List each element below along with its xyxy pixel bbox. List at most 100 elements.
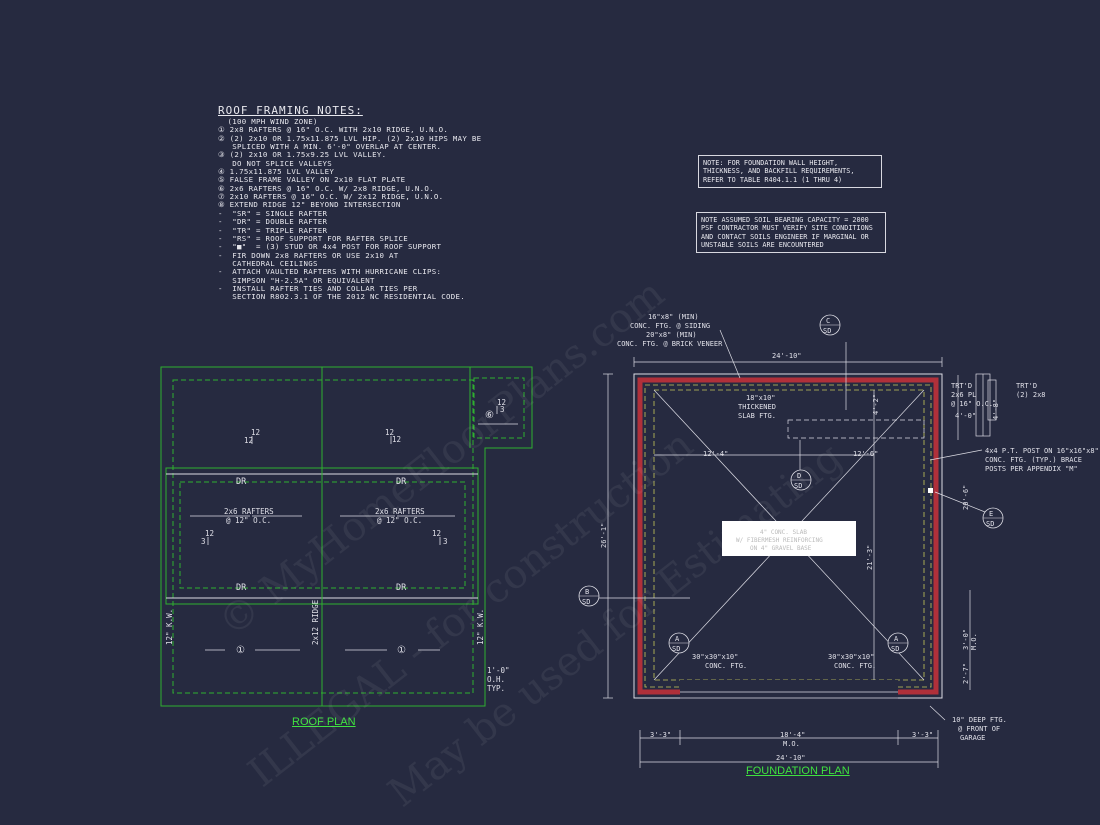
post-marker [928, 488, 933, 493]
ftg-brick: 20"x8" (MIN) [646, 331, 697, 339]
dim-4-8: 4'-8" [992, 399, 1000, 420]
roof-plan-title: ROOF PLAN [292, 716, 356, 728]
dr-label-top-left: DR [236, 477, 247, 487]
pitch-rise-lower-left: 12 [205, 529, 214, 538]
roof-note-line: - "DR" = DOUBLE RAFTER [218, 217, 328, 227]
roof-framing-notes: ROOF FRAMING NOTES: (100 MPH WIND ZONE)①… [218, 90, 481, 310]
roof-note-line: - "■" = (3) STUD OR 4x4 POST FOR ROOF SU… [218, 242, 442, 252]
dr-label-bottom-right: DR [396, 583, 407, 593]
foundation-labels: C SD D SD B SD E SD A SD A SD 16"x8" (MI… [582, 313, 1099, 762]
deep-ftg-3: GARAGE [960, 734, 985, 742]
roof-notes-title: ROOF FRAMING NOTES: [218, 103, 363, 117]
dim-4-2: 4'-2" [872, 394, 880, 415]
tag-1-right: ① [397, 645, 406, 656]
slab-ftg-2: THICKENED [738, 403, 776, 411]
roof-note-line: - ATTACH VAULTED RAFTERS WITH HURRICANE … [218, 267, 442, 277]
kw-right: 12" K.W. [476, 609, 485, 645]
sec-b-letter: B [585, 588, 589, 596]
roof-note-line: SECTION R802.3.1 OF THE 2012 NC RESIDENT… [218, 292, 465, 302]
pitch-run-mid: 12 [392, 435, 401, 444]
rafters-label-left: 2x6 RAFTERS [224, 507, 274, 516]
dim-18-4-mo: M.O. [783, 740, 800, 748]
dim-3-3-right: 3'-3" [912, 731, 933, 739]
pitch-rise-left: 12 [251, 428, 260, 437]
kw-left: 12" K.W. [165, 609, 174, 645]
tag-1-left: ① [236, 645, 245, 656]
pitch-rise-lower-right: 12 [432, 529, 441, 538]
dimension-lines [590, 329, 986, 768]
pitch-rise-dormer: 12 [497, 398, 506, 407]
pitch-rise-mid: 12 [385, 428, 394, 437]
dim-3-0-mo: M.O. [970, 633, 978, 650]
overhang-label: 1'-0" [487, 666, 510, 675]
slab-ftg-1: 18"x10" [746, 394, 776, 402]
trtd-2x6: 2x6 PL [951, 391, 976, 399]
post-note-1: 4x4 P.T. POST ON 16"x16"x8" [985, 447, 1099, 455]
dim-depth: 26'-1" [600, 523, 608, 548]
slab-ftg-3: SLAB FTG. [738, 412, 776, 420]
ridge-label: 2x12 RIDGE [311, 599, 320, 645]
roof-notes-lines: (100 MPH WIND ZONE)① 2x8 RAFTERS @ 16" O… [218, 117, 481, 302]
sec-e-letter: E [989, 510, 993, 518]
trtd-left: TRT'D [951, 382, 972, 390]
sec-b-sd: SD [582, 598, 590, 606]
foundation-plan-title: FOUNDATION PLAN [746, 765, 850, 777]
ftg-brick-2: CONC. FTG. @ BRICK VENEER [617, 340, 723, 348]
pitch-run-left: 12 [244, 436, 253, 445]
dim-2-7: 2'-7" [962, 663, 970, 684]
conc-ftg-right-2: CONC. FTG. [834, 662, 876, 670]
sec-a-right-letter: A [894, 635, 899, 643]
sec-d-letter: D [797, 472, 801, 480]
deep-ftg-1: 10" DEEP FTG. [952, 716, 1007, 724]
sec-e-sd: SD [986, 520, 994, 528]
post-note-3: POSTS PER APPENDIX "M" [985, 465, 1078, 473]
roof-note-line: ③ (2) 2x10 OR 1.75x9.25 LVL VALLEY. [218, 150, 387, 160]
roof-note-line: ④ 1.75x11.875 LVL VALLEY [218, 167, 335, 177]
dim-4-0: 4'-0" [955, 412, 976, 420]
roof-note-line: DO NOT SPLICE VALLEYS [218, 158, 332, 168]
sec-a-left-letter: A [675, 635, 680, 643]
rafters-spacing-right: @ 12" O.C. [377, 516, 422, 525]
roof-note-line: - "TR" = TRIPLE RAFTER [218, 225, 328, 235]
roof-plan [160, 366, 533, 707]
conc-ftg-left-2: CONC. FTG. [705, 662, 747, 670]
thickened-slab [787, 419, 925, 439]
dim-right-depth: 20'-6" [962, 485, 970, 510]
wall-detail [975, 373, 997, 437]
roof-note-line: - FIR DOWN 2x8 RAFTERS OR USE 2x10 AT [218, 250, 399, 260]
dim-inner-depth: 21'-3" [866, 545, 874, 570]
trtd-16: @ 16" O.C. [951, 400, 993, 408]
dim-12-4: 12'-4" [703, 450, 728, 458]
sec-a-left-sd: SD [672, 645, 680, 653]
overhang-label-2: O.H. [487, 675, 505, 684]
slab-note-box [722, 521, 856, 556]
rafters-label-right: 2x6 RAFTERS [375, 507, 425, 516]
dim-top-width: 24'-10" [772, 352, 802, 360]
roof-note-line: ⑦ 2x10 RAFTERS @ 16" O.C. W/ 2x12 RIDGE,… [218, 192, 444, 202]
foundation-plan [578, 314, 1004, 768]
dr-label-bottom-left: DR [236, 583, 247, 593]
rafters-spacing-left: @ 12" O.C. [226, 516, 271, 525]
roof-arrows [190, 406, 518, 651]
sec-c-sd: SD [823, 327, 831, 335]
dim-3-0: 3'-0" [962, 629, 970, 650]
dr-label-top-right: DR [396, 477, 407, 487]
overhang-typ: TYP. [487, 684, 505, 693]
roof-note-line: - "RS" = ROOF SUPPORT FOR RAFTER SPLICE [218, 233, 408, 243]
pitch-run-lower-right: 3 [443, 537, 448, 546]
roof-note-line: ⑤ FALSE FRAME VALLEY ON 2x10 FLAT PLATE [218, 175, 406, 185]
trtd-right: TRT'D [1016, 382, 1037, 390]
roof-note-line: - INSTALL RAFTER TIES AND COLLAR TIES PE… [218, 283, 418, 293]
roof-note-line: (100 MPH WIND ZONE) [218, 117, 318, 127]
post-note-2: CONC. FTG. (TYP.) BRACE [985, 456, 1082, 464]
dim-bottom-width: 24'-10" [776, 754, 806, 762]
ftg-siding-2: CONC. FTG. @ SIDING [630, 322, 710, 330]
conc-ftg-left: 30"x30"x10" [692, 653, 738, 661]
sec-d-sd: SD [794, 482, 802, 490]
conc-ftg-right: 30"x30"x10" [828, 653, 874, 661]
tag-6: ⑥ [485, 410, 494, 421]
roof-note-line: ⑥ 2x6 RAFTERS @ 16" O.C. W/ 2x8 RIDGE, U… [218, 183, 434, 193]
roof-outline [160, 366, 533, 707]
